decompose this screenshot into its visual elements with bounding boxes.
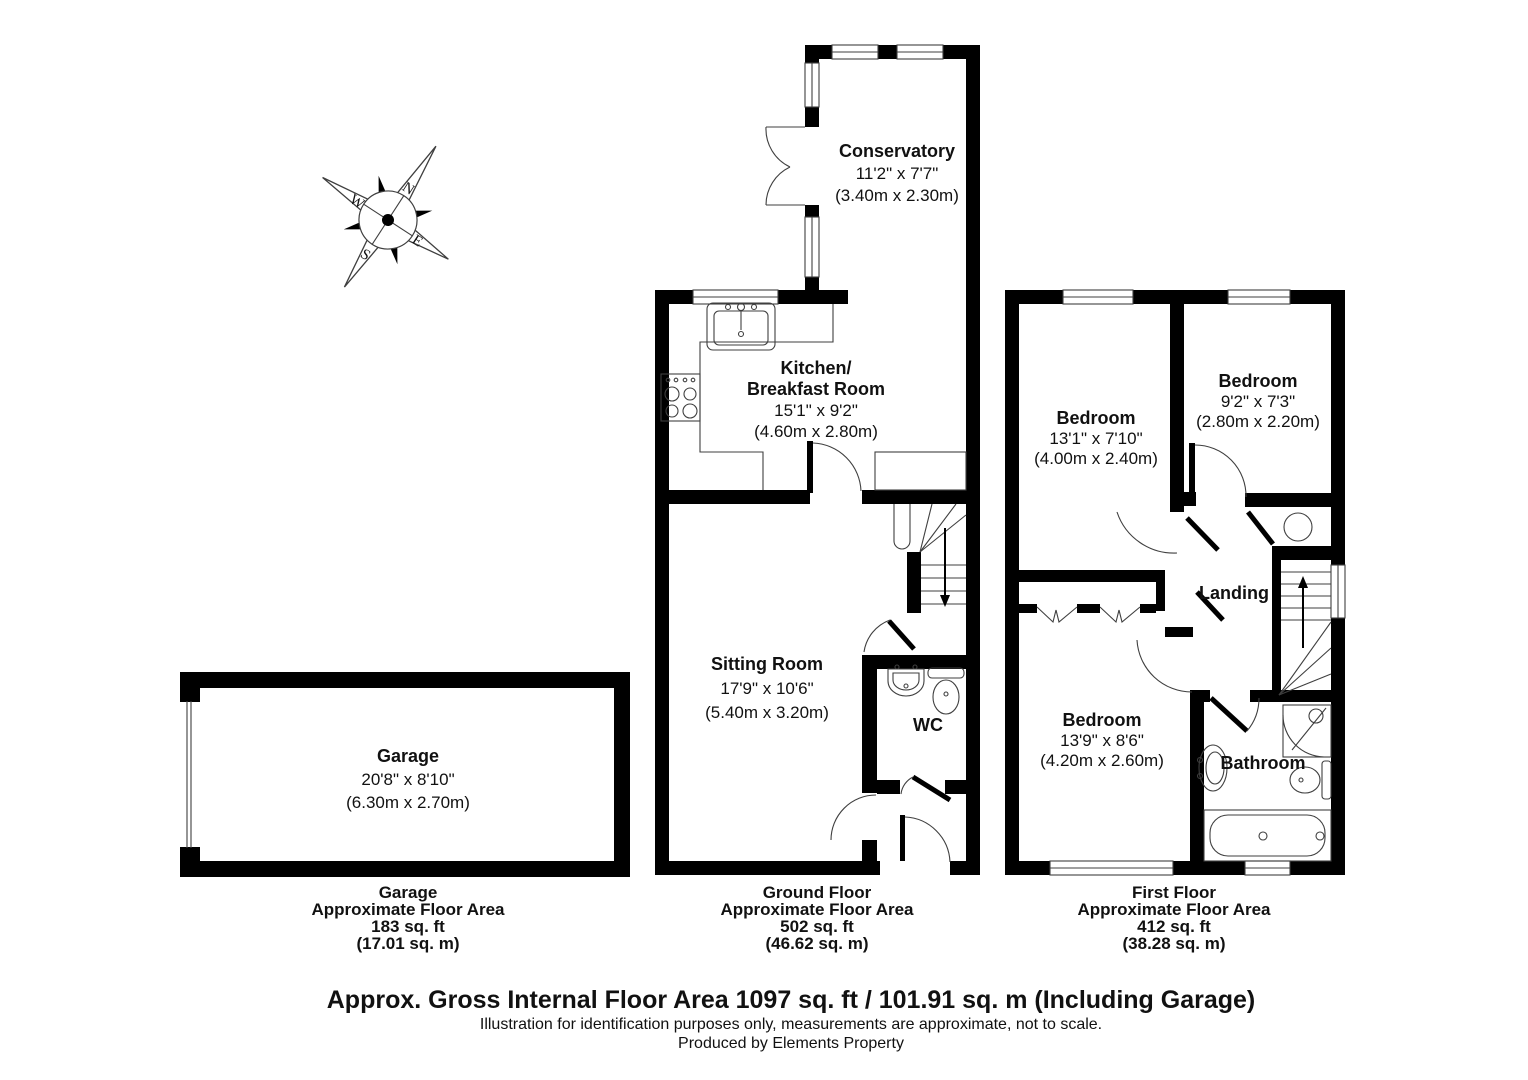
kitchen-door xyxy=(807,441,862,493)
bathroom-window xyxy=(1244,860,1291,876)
stairs-window xyxy=(1330,564,1346,619)
conservatory-name: Conservatory xyxy=(839,141,955,161)
room-label-conservatory: Conservatory 11'2" x 7'7" (3.40m x 2.30m… xyxy=(835,141,959,205)
staircase-first xyxy=(1278,571,1332,696)
first-area-title: First Floor xyxy=(1132,883,1216,902)
garage-metric: (6.30m x 2.70m) xyxy=(346,793,470,812)
floor-area-label-first: First Floor Approximate Floor Area 412 s… xyxy=(1077,883,1271,953)
bedroom2-imperial: 9'2" x 7'3" xyxy=(1221,392,1295,411)
compass-rose: N E S W xyxy=(322,145,449,288)
kitchen-window xyxy=(692,289,779,305)
wardrobe-break-lines xyxy=(1036,606,1141,624)
room-label-bedroom1: Bedroom 13'1" x 7'10" (4.00m x 2.40m) xyxy=(1034,408,1158,468)
first-area-sqft: 412 sq. ft xyxy=(1137,917,1211,936)
bedroom3-door xyxy=(1136,590,1225,693)
stair-lobby-door xyxy=(863,619,916,653)
garage-area-title: Garage xyxy=(379,883,438,902)
bedroom1-imperial: 13'1" x 7'10" xyxy=(1049,429,1142,448)
front-door xyxy=(900,815,951,863)
sitting-room-imperial: 17'9" x 10'6" xyxy=(720,679,813,698)
room-label-sitting-room: Sitting Room 17'9" x 10'6" (5.40m x 3.20… xyxy=(705,654,829,722)
stairs-down-arrow xyxy=(940,528,950,607)
water-tank xyxy=(1283,512,1313,542)
bedroom1-door xyxy=(1116,511,1220,554)
bedroom2-metric: (2.80m x 2.20m) xyxy=(1196,412,1320,431)
footer-headline: Approx. Gross Internal Floor Area 1097 s… xyxy=(327,986,1256,1014)
garage-area-sqm: (17.01 sq. m) xyxy=(357,934,460,953)
bathroom-door xyxy=(1209,696,1260,733)
garage-area-sqft: 183 sq. ft xyxy=(371,917,445,936)
bedroom3-name: Bedroom xyxy=(1062,710,1141,730)
conservatory-window-top-left xyxy=(831,44,879,60)
room-label-garage: Garage 20'8" x 8'10" (6.30m x 2.70m) xyxy=(346,746,470,812)
conservatory-window-left-lower xyxy=(804,216,820,278)
bathroom-basin xyxy=(1196,744,1228,792)
conservatory-window-left-upper xyxy=(804,62,820,108)
bedroom1-name: Bedroom xyxy=(1056,408,1135,428)
wc-toilet xyxy=(927,667,965,715)
kitchen-imperial: 15'1" x 9'2" xyxy=(774,401,858,420)
kitchen-metric: (4.60m x 2.80m) xyxy=(754,422,878,441)
ground-area-sqft: 502 sq. ft xyxy=(780,917,854,936)
bedroom2-door xyxy=(1189,443,1247,500)
first-area-subtitle: Approximate Floor Area xyxy=(1077,900,1271,919)
kitchen-name-1: Kitchen/ xyxy=(780,358,851,378)
bedroom2-name: Bedroom xyxy=(1218,371,1297,391)
bedroom1-window xyxy=(1062,289,1134,305)
floor-area-label-garage: Garage Approximate Floor Area 183 sq. ft… xyxy=(311,883,505,953)
shower xyxy=(1282,704,1332,758)
stairs-up-arrow xyxy=(1298,576,1308,648)
ground-area-subtitle: Approximate Floor Area xyxy=(720,900,914,919)
ground-floor-walls xyxy=(655,45,980,875)
first-floor-walls xyxy=(1005,290,1345,875)
bathtub xyxy=(1203,809,1332,862)
bedroom3-window xyxy=(1049,860,1174,876)
garage-door xyxy=(186,701,192,848)
footer-disclaimer: Illustration for identification purposes… xyxy=(480,1016,1102,1033)
conservatory-french-doors xyxy=(765,126,805,206)
bedroom1-metric: (4.00m x 2.40m) xyxy=(1034,449,1158,468)
conservatory-window-top-right xyxy=(896,44,944,60)
kitchen-hob xyxy=(660,373,701,422)
sitting-room-metric: (5.40m x 3.20m) xyxy=(705,703,829,722)
bedroom3-imperial: 13'9" x 8'6" xyxy=(1060,731,1144,750)
bedroom3-metric: (4.20m x 2.60m) xyxy=(1040,751,1164,770)
ground-area-title: Ground Floor xyxy=(763,883,872,902)
room-label-bedroom2: Bedroom 9'2" x 7'3" (2.80m x 2.20m) xyxy=(1196,371,1320,431)
wc-door xyxy=(900,774,952,803)
wc-basin xyxy=(887,664,925,697)
room-label-landing: Landing xyxy=(1199,583,1269,603)
garage-name: Garage xyxy=(377,746,439,766)
staircase-upper-flight xyxy=(874,451,967,491)
bedroom2-window xyxy=(1227,289,1291,305)
ground-area-sqm: (46.62 sq. m) xyxy=(766,934,869,953)
room-label-wc: WC xyxy=(913,715,943,735)
first-area-sqm: (38.28 sq. m) xyxy=(1123,934,1226,953)
kitchen-name-2: Breakfast Room xyxy=(747,379,885,399)
floor-area-label-ground: Ground Floor Approximate Floor Area 502 … xyxy=(720,883,914,953)
cupboard-door xyxy=(1246,510,1275,546)
conservatory-metric: (3.40m x 2.30m) xyxy=(835,186,959,205)
garage-area-subtitle: Approximate Floor Area xyxy=(311,900,505,919)
staircase-ground xyxy=(893,503,967,607)
room-label-bathroom: Bathroom xyxy=(1221,753,1306,773)
footer-producer: Produced by Elements Property xyxy=(678,1035,904,1052)
bathroom-toilet xyxy=(1289,760,1332,800)
conservatory-imperial: 11'2" x 7'7" xyxy=(856,164,939,183)
garage-outline xyxy=(180,672,630,877)
hall-sitting-door-arc xyxy=(830,794,877,841)
kitchen-sink xyxy=(706,302,776,351)
room-label-kitchen: Kitchen/ Breakfast Room 15'1" x 9'2" (4.… xyxy=(747,358,885,441)
sitting-room-name: Sitting Room xyxy=(711,654,823,674)
room-label-bedroom3: Bedroom 13'9" x 8'6" (4.20m x 2.60m) xyxy=(1040,710,1164,770)
garage-imperial: 20'8" x 8'10" xyxy=(361,770,454,789)
